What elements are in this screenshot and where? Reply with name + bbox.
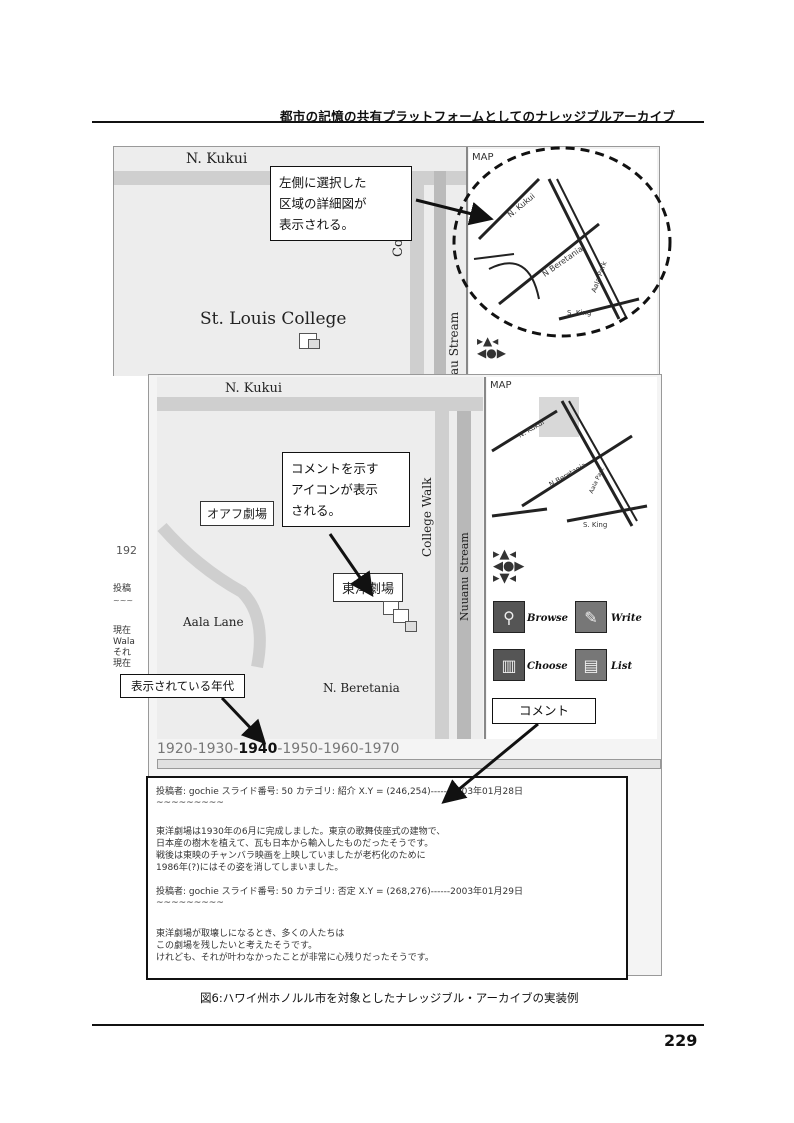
choose-button[interactable]: Choose: [527, 661, 568, 672]
running-header: 都市の記憶の共有プラットフォームとしてのナレッジブルアーカイブ: [280, 109, 676, 124]
theater-oahu-label[interactable]: オアフ劇場: [200, 501, 275, 526]
footer-rule: [92, 1024, 704, 1026]
left-peek-year: 192: [116, 544, 137, 557]
list-icon[interactable]: ▤: [575, 649, 607, 681]
timeline-after[interactable]: -1950-1960-1970: [277, 741, 400, 757]
timeline: 1920-1930-1940-1950-1960-1970: [157, 741, 399, 757]
comment-body-line: この劇場を残したいと考えたそうです。: [156, 941, 318, 951]
top-college-label[interactable]: St. Louis College: [200, 309, 347, 329]
beretania-label: N. Beretania: [323, 681, 400, 695]
comment-body-line: 東洋劇場が取壊しになるとき、多くの人たちは: [156, 929, 345, 939]
aala-lane-label: Aala Lane: [183, 615, 244, 629]
list-button[interactable]: List: [611, 661, 633, 672]
page-number: 229: [664, 1031, 698, 1050]
front-map-label: MAP: [490, 380, 512, 391]
comment-meta: 投稿者: gochie スライド番号: 50 カテゴリ: 否定 X.Y = (2…: [156, 887, 523, 897]
top-minimap-street-3: S. King: [567, 309, 592, 317]
figure-caption: 図6:ハワイ州ホノルル市を対象としたナレッジブル・アーカイブの実装例: [200, 991, 579, 1005]
front-minimap-street-3: S. King: [583, 521, 608, 529]
callout-detail-map: 左側に選択した 区域の詳細図が 表示される。: [270, 166, 412, 241]
header-rule: [92, 121, 704, 123]
comment-body-line: けれども、それが叶わなかったことが非常に心残りだったそうです。: [156, 953, 434, 963]
aala-lane-road: [157, 523, 266, 669]
comment-body-line: 日本産の樹木を植えて、瓦も日本から輸入したものだったそうです。: [156, 839, 434, 849]
front-control-column: MAP N. Kukui N Beretania Aala Park S. Ki…: [487, 377, 657, 739]
front-street-kukui: N. Kukui: [225, 381, 283, 396]
callout-era: 表示されている年代: [120, 674, 246, 698]
left-peek-area: 192 投稿 ~~~ 現在 Wala それ 現在: [113, 376, 149, 669]
front-nav-arrows-icon[interactable]: ▸▲◂◀●▶▸▼◂: [493, 547, 525, 586]
horizontal-scrollbar[interactable]: [157, 759, 661, 769]
comment-body-line: 戦後は東映のチャンバラ映画を上映していましたが老朽化のために: [156, 851, 426, 861]
choose-icon[interactable]: ▥: [493, 649, 525, 681]
top-nav-arrows-icon[interactable]: ▸▲◂◀●▶: [477, 334, 506, 360]
browse-button[interactable]: Browse: [527, 613, 568, 624]
comment-body-line: 1986年(?)にはその姿を消してしまいました。: [156, 863, 344, 873]
timeline-before[interactable]: 1920-1930-: [157, 741, 239, 757]
front-minimap-roads[interactable]: [487, 391, 657, 541]
callout-comment: コメント: [492, 698, 596, 724]
comment-icon[interactable]: [393, 609, 409, 623]
top-street-kukui: N. Kukui: [186, 151, 248, 167]
comment-list: 投稿者: gochie スライド番号: 50 カテゴリ: 紹介 X.Y = (2…: [146, 776, 628, 980]
top-map-label: MAP: [472, 152, 494, 163]
write-icon[interactable]: ✎: [575, 601, 607, 633]
browse-icon[interactable]: ⚲: [493, 601, 525, 633]
timeline-current[interactable]: 1940: [238, 741, 278, 757]
callout-comment-icon: コメントを示す アイコンが表示 される。: [282, 452, 410, 527]
left-peek-lines: 現在 Wala それ 現在: [113, 626, 135, 669]
comment-body-line: 東洋劇場は1930年の6月に完成しました。東京の歌舞伎座式の建物で、: [156, 827, 446, 837]
comment-meta: 投稿者: gochie スライド番号: 50 カテゴリ: 紹介 X.Y = (2…: [156, 787, 523, 797]
comment-icon[interactable]: [405, 621, 417, 632]
write-button[interactable]: Write: [611, 613, 642, 624]
left-peek-post: 投稿: [113, 584, 132, 594]
comment-icon[interactable]: [308, 339, 320, 349]
highlight-ellipse: [452, 146, 672, 338]
top-minimap-roads: [473, 177, 640, 321]
